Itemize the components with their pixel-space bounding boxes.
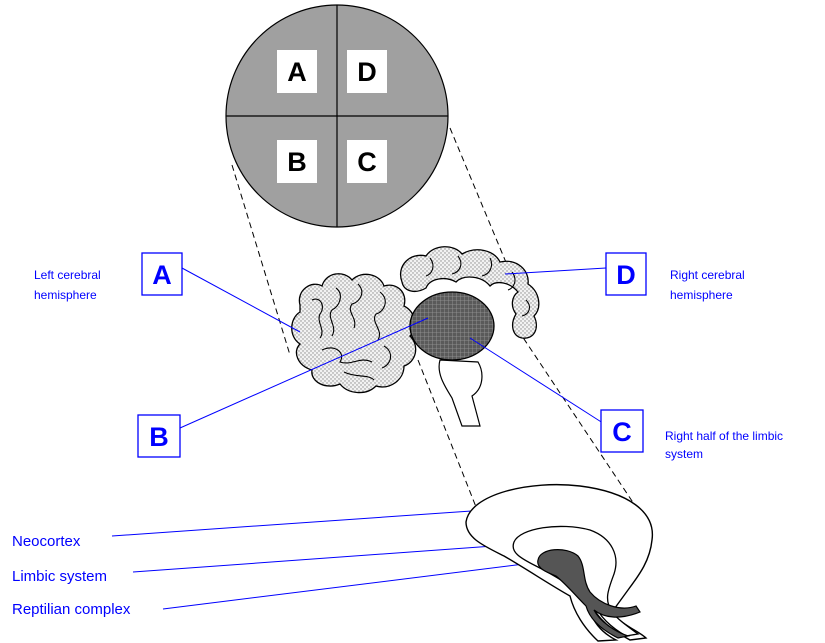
caption-d-line1: Right cerebral [670, 268, 745, 282]
caption-c-line1: Right half of the limbic [665, 429, 783, 443]
limbic-illustration [410, 292, 494, 426]
label-box-a: A [142, 253, 182, 295]
limbic-system-label: Limbic system [12, 568, 107, 585]
left-hemisphere-illustration [292, 274, 416, 393]
leader-line-c [470, 338, 606, 425]
quadrant-d-letter: D [357, 57, 377, 87]
quadrant-circle: A D B C [226, 5, 448, 227]
label-box-b: B [138, 415, 180, 457]
leader-line-reptilian [163, 562, 540, 609]
caption-c-line2: system [665, 447, 703, 461]
label-box-d: D [606, 253, 646, 295]
brainstem-outline [439, 360, 482, 426]
quadrant-a-letter: A [287, 57, 307, 87]
leader-line-limbic [133, 543, 535, 572]
limbic-oval [410, 292, 494, 360]
quadrant-b-letter: B [287, 147, 307, 177]
label-c-letter: C [612, 417, 632, 447]
label-box-c: C [601, 410, 643, 452]
caption-d-line2: hemisphere [670, 288, 733, 302]
label-a-letter: A [152, 260, 172, 290]
caption-a-line1: Left cerebral [34, 268, 101, 282]
caption-a-line2: hemisphere [34, 288, 97, 302]
leader-line-neocortex [112, 510, 486, 536]
quadrant-c-letter: C [357, 147, 377, 177]
triune-brain-illustration [466, 485, 652, 641]
label-b-letter: B [149, 422, 169, 452]
label-d-letter: D [616, 260, 636, 290]
reptilian-complex-label: Reptilian complex [12, 601, 131, 618]
leader-line-a [182, 268, 300, 332]
neocortex-label: Neocortex [12, 533, 81, 550]
